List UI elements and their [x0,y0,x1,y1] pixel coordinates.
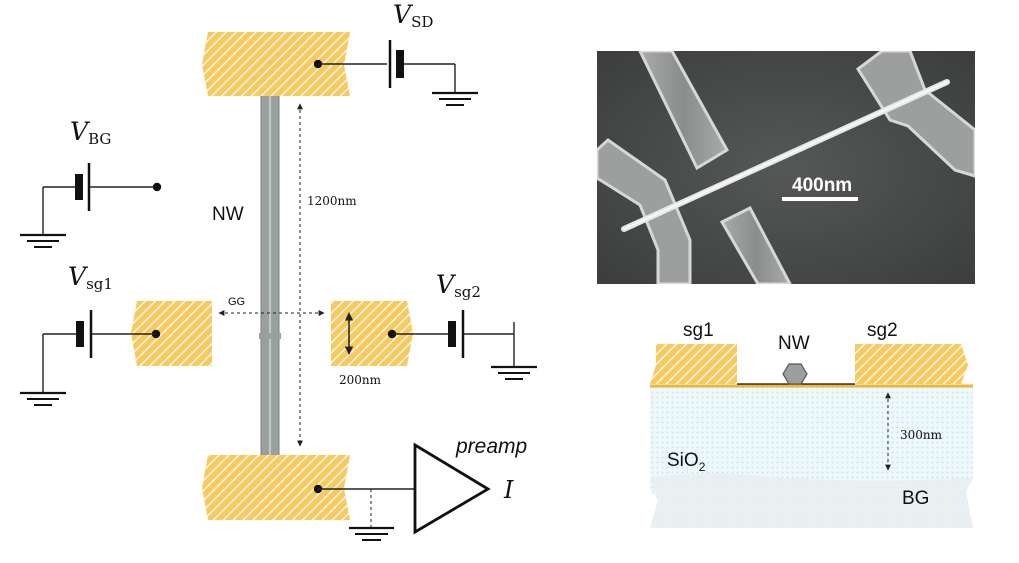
gate-width-label: 200nm [339,373,382,387]
sem-electrode-top-left [638,51,730,171]
nw-label: NW [212,204,244,225]
circuit-schematic: VSD preamp I 1200nm NW VBG [20,0,537,541]
source-contact [202,32,350,96]
nanowire-constriction [259,333,281,339]
v-sg1-label: Vsg1 [68,262,113,293]
cross-section-nw-label: NW [778,333,810,354]
ground-icon [20,233,66,248]
sem-scale-bar-label: 400nm [792,175,852,196]
cross-section-sg1-label: sg1 [683,320,714,341]
v-bg-label: VBG [70,117,111,148]
preamp-label: preamp [455,435,527,458]
side-gate-1 [131,301,212,366]
current-label: I [503,476,514,504]
back-gate-layer [650,473,973,528]
v-sd-label: VSD [393,0,433,31]
ground-icon [432,91,478,106]
bg-label: BG [902,488,929,509]
length-label: 1200nm [307,194,357,208]
v-bg-terminal [152,182,162,192]
cross-section-sg2-label: sg2 [867,320,898,341]
v-bg-battery-short-plate [75,174,83,200]
sem-electrode-top-right [855,51,975,178]
v-sg1-battery-short-plate [76,321,84,347]
sem-electrode-left [597,138,692,284]
cross-section: sg1 NW sg2 300nm SiO2 BG [649,320,973,528]
ground-icon [491,365,537,380]
sem-micrograph: 400nm [597,51,975,284]
cross-section-sg1 [650,344,737,384]
v-sg2-battery-short-plate [448,321,456,347]
cross-section-nanowire [782,363,808,385]
sem-electrode-bottom [719,206,792,284]
ground-icon [349,526,394,541]
ground-icon [20,391,66,406]
drain-contact [202,455,350,520]
preamp-triangle-icon [413,442,491,535]
v-sg2-label: Vsg2 [436,270,481,301]
gg-label: GG [228,296,245,308]
v-sd-battery-short-plate [396,50,404,78]
cross-section-sg2 [855,344,968,384]
oxide-label: SiO2 [667,450,706,474]
thickness-label: 300nm [900,428,943,442]
